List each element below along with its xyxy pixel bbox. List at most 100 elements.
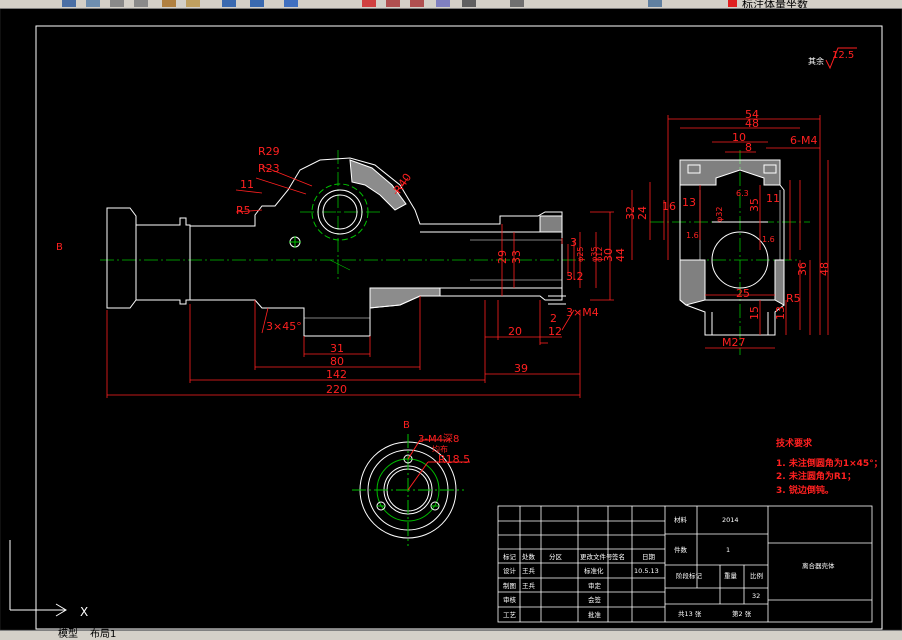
svg-text:M27: M27 [722, 336, 746, 349]
svg-text:会签: 会签 [588, 595, 602, 604]
b-view [352, 434, 470, 546]
title-block-text: 材料 2014 离合器壳体 件数 1 标记 处数 分区 更改文件号 签名 日期 … [503, 515, 835, 619]
drawing-canvas[interactable]: 其余 12.5 [0, 9, 902, 631]
svg-text:44: 44 [614, 248, 627, 262]
side-view-dim-text: 54 48 10 8 6-M4 24 32 13 11 35 16 36 48 … [624, 108, 831, 349]
svg-text:33: 33 [510, 250, 523, 264]
svg-text:12: 12 [548, 325, 562, 338]
undo-icon[interactable] [222, 0, 236, 7]
front-view [100, 150, 585, 337]
zoom-window-icon[interactable] [386, 0, 400, 7]
svg-text:1. 未注倒圆角为1×45°；: 1. 未注倒圆角为1×45°； [776, 457, 883, 469]
cut-icon[interactable] [110, 0, 124, 7]
svg-text:1.6: 1.6 [686, 231, 699, 240]
qty-label: 件数 [674, 545, 688, 554]
svg-text:R23: R23 [258, 162, 280, 175]
svg-text:2. 未注圆角为R1；: 2. 未注圆角为R1； [776, 470, 856, 482]
properties-icon[interactable] [436, 0, 450, 7]
svg-text:30: 30 [602, 248, 615, 262]
front-view-dim-text: R29 R23 11 R5 R40 3×45° 31 80 142 220 20… [236, 145, 627, 396]
svg-text:6.3: 6.3 [736, 189, 749, 198]
svg-text:签名: 签名 [612, 552, 625, 561]
svg-text:36: 36 [796, 262, 809, 276]
svg-text:分区: 分区 [549, 552, 563, 561]
svg-text:φ12: φ12 [595, 247, 604, 262]
svg-text:80: 80 [330, 355, 344, 368]
part-name: 离合器壳体 [802, 561, 835, 570]
svg-text:13: 13 [774, 306, 787, 320]
svg-text:48: 48 [818, 262, 831, 276]
layout-tabs: 模型 布局1 [0, 630, 902, 640]
svg-text:王兵: 王兵 [522, 566, 536, 575]
svg-text:3×45°: 3×45° [266, 320, 302, 333]
svg-text:54: 54 [745, 108, 759, 121]
redo-icon[interactable] [250, 0, 264, 7]
match-icon[interactable] [186, 0, 200, 7]
svg-text:10: 10 [732, 131, 746, 144]
technical-notes: 技术要求 1. 未注倒圆角为1×45°； 2. 未注圆角为R1； 3. 锐边倒钝… [776, 437, 883, 496]
svg-text:11: 11 [766, 192, 780, 205]
svg-text:R5: R5 [236, 204, 251, 217]
svg-text:8: 8 [745, 141, 752, 154]
roughness-symbol: 其余 12.5 [808, 47, 857, 70]
version-value: 32 [752, 592, 760, 600]
svg-text:32: 32 [624, 206, 637, 220]
title-block [497, 505, 873, 623]
layer-icon[interactable] [648, 0, 662, 7]
b-view-radius: R18.5 [438, 453, 470, 466]
svg-text:25: 25 [736, 287, 750, 300]
svg-text:王兵: 王兵 [522, 581, 536, 590]
svg-text:重量: 重量 [724, 572, 738, 580]
copy-icon[interactable] [134, 0, 148, 7]
svg-text:142: 142 [326, 368, 347, 381]
side-view-dimensions [631, 115, 829, 349]
paste-icon[interactable] [162, 0, 176, 7]
front-view-dim-vertical: φ25 φ35 φ12 [576, 247, 604, 262]
svg-text:工艺: 工艺 [503, 611, 517, 619]
svg-text:R29: R29 [258, 145, 280, 158]
design-center-icon[interactable] [462, 0, 476, 7]
side-view-small-text: φ32 6.3 1.6 1.6 [686, 189, 775, 244]
svg-text:39: 39 [514, 362, 528, 375]
svg-text:1.6: 1.6 [762, 235, 775, 244]
ucs-icon: X [9, 540, 88, 619]
svg-text:13: 13 [682, 196, 696, 209]
material-value: 2014 [722, 516, 739, 524]
print-icon[interactable] [86, 0, 100, 7]
pan-icon[interactable] [284, 0, 298, 7]
svg-text:R5: R5 [786, 292, 801, 305]
layer-name-text[interactable]: 标注体量坐数 [742, 0, 808, 9]
qty-value: 1 [726, 546, 730, 554]
ucs-x-label: X [80, 605, 88, 619]
zoom-realtime-icon[interactable] [362, 0, 376, 7]
svg-text:阶段标记: 阶段标记 [676, 571, 703, 580]
svg-text:15: 15 [748, 306, 761, 320]
svg-text:处数: 处数 [522, 552, 536, 561]
svg-text:制图: 制图 [503, 581, 516, 590]
color-icon[interactable] [728, 0, 737, 7]
material-label: 材料 [674, 515, 688, 524]
svg-text:6-M4: 6-M4 [790, 134, 817, 147]
b-view-label: B [403, 420, 410, 431]
b-view-note-1: 3-M4深8 [418, 433, 459, 445]
drawing-frame [0, 9, 902, 631]
svg-text:35: 35 [748, 198, 761, 212]
svg-text:16: 16 [662, 200, 676, 213]
svg-text:标记: 标记 [503, 552, 517, 561]
tab-layout1[interactable]: 布局1 [90, 629, 117, 640]
svg-text:31: 31 [330, 342, 344, 355]
save-icon[interactable] [62, 0, 76, 7]
svg-text:日期: 日期 [642, 553, 656, 561]
svg-text:3. 锐边倒钝。: 3. 锐边倒钝。 [776, 484, 834, 496]
section-b-label: B [56, 242, 63, 253]
zoom-previous-icon[interactable] [410, 0, 424, 7]
svg-text:3: 3 [570, 236, 577, 249]
b-view-note-2: 均布 [432, 444, 448, 454]
svg-text:φ25: φ25 [576, 247, 585, 262]
svg-text:审定: 审定 [588, 581, 602, 590]
svg-text:比例: 比例 [750, 571, 763, 580]
sheets-total: 共13 张 [678, 609, 702, 618]
svg-text:技术要求: 技术要求 [776, 437, 813, 449]
tool-palette-icon[interactable] [510, 0, 524, 7]
tab-model[interactable]: 模型 [58, 629, 78, 640]
